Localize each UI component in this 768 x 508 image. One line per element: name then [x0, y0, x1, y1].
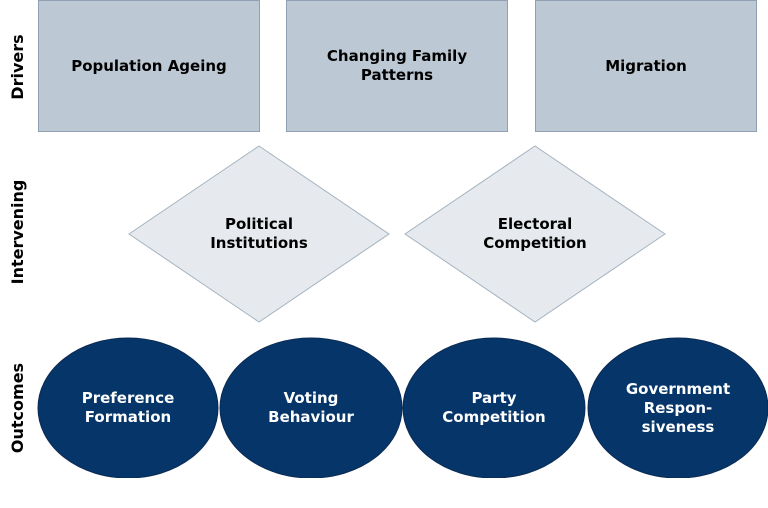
outcome-ellipse-voting-behaviour [219, 337, 403, 478]
row-label-intervening: Intervening [8, 179, 27, 285]
intervening-diamond-political-institutions [128, 145, 390, 323]
intervening-diamond-electoral-competition [404, 145, 666, 323]
diagram-canvas: Drivers Intervening Outcomes Population … [8, 0, 768, 478]
row-label-outcomes: Outcomes [8, 362, 27, 454]
outcome-ellipse-government-responsiveness [587, 337, 768, 478]
driver-box-migration [535, 0, 757, 132]
outcome-ellipse-party-competition [402, 337, 586, 478]
driver-box-changing-family-patterns [286, 0, 508, 132]
diagram-shapes [37, 0, 768, 478]
outcome-ellipse-preference-formation [37, 337, 219, 478]
driver-box-population-ageing [38, 0, 260, 132]
